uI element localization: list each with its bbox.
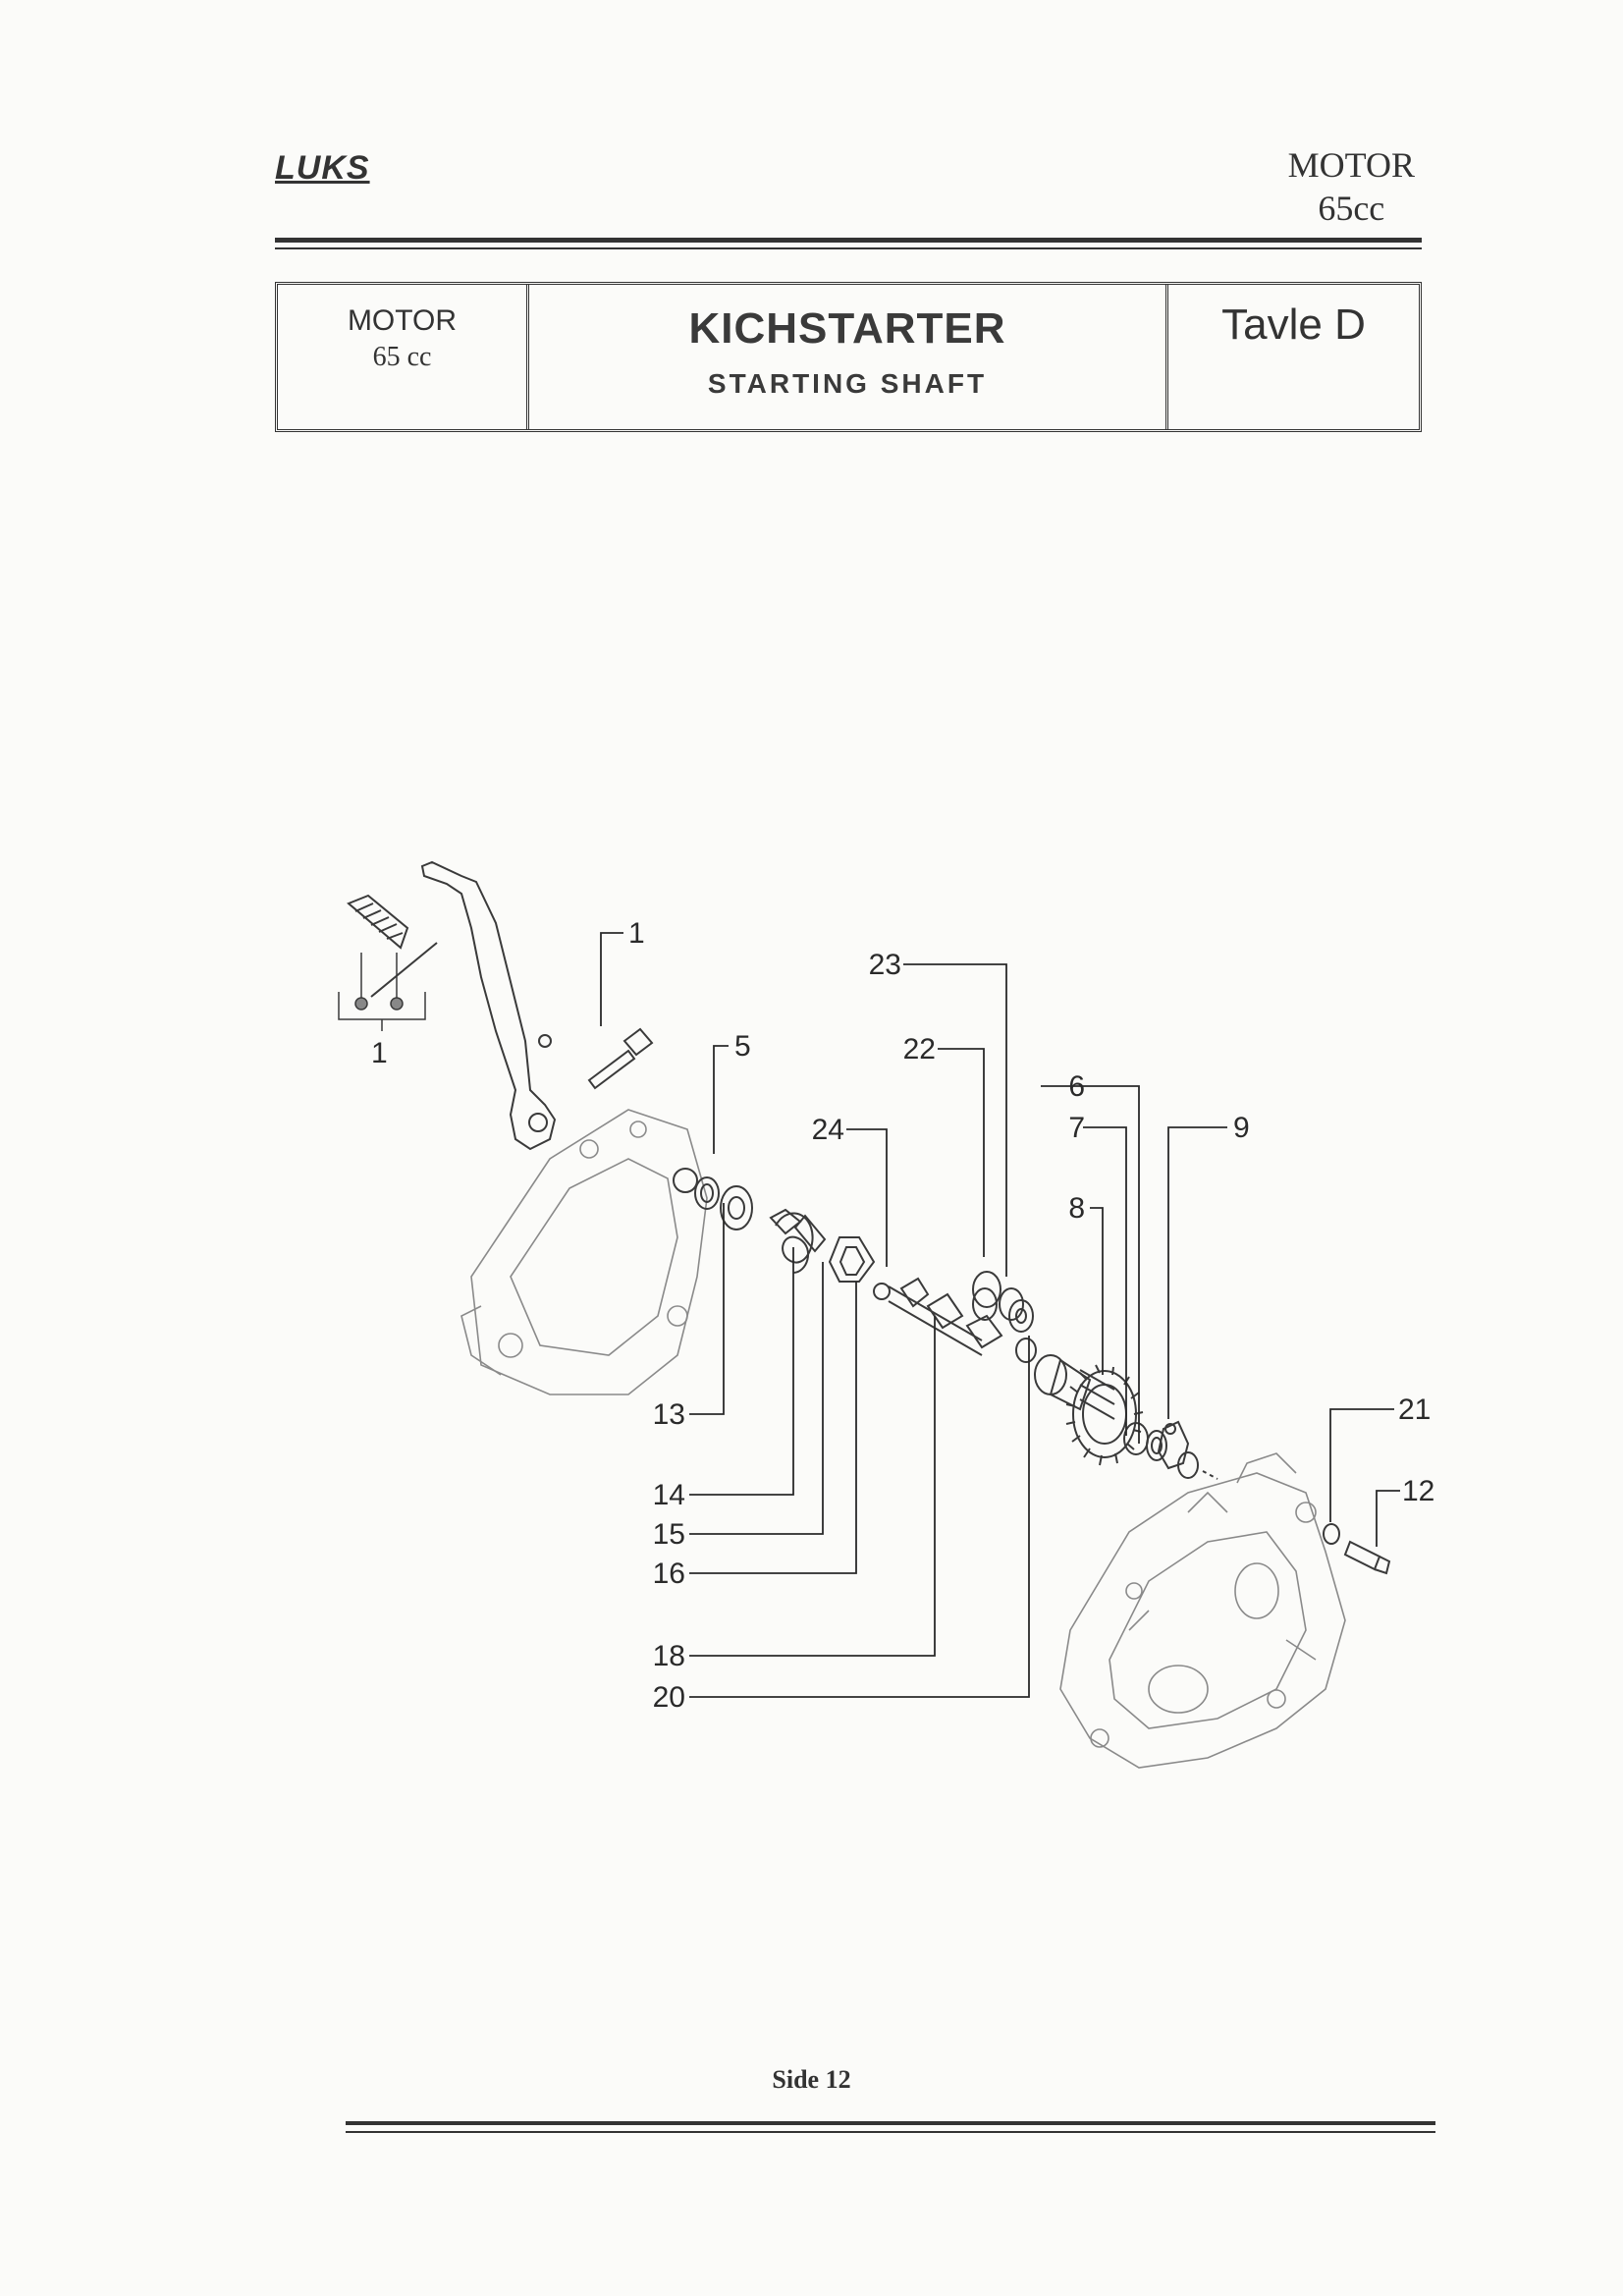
callout-label: 21 (1398, 1394, 1431, 1426)
callout-numbers: 1 1 5 23 22 24 6 7 9 8 13 14 15 16 18 20… (371, 917, 1434, 1714)
title-box-motor-cell: MOTOR 65 cc (278, 285, 529, 429)
document-subtitle: STARTING SHAFT (707, 368, 988, 399)
callout-label: 7 (1068, 1112, 1085, 1144)
callout-label: 5 (734, 1030, 751, 1063)
callout-label: 22 (903, 1033, 936, 1066)
callout-label: 18 (653, 1640, 685, 1672)
brand-logo-text: LUKS (275, 149, 370, 187)
kickstart-lever (420, 860, 557, 1151)
header-section-title: MOTOR (1287, 145, 1415, 185)
header-rule-thick (275, 238, 1422, 243)
title-box-displacement: 65 cc (372, 342, 432, 372)
footer-rule-thick (346, 2121, 1435, 2125)
lever-bolt (587, 1027, 654, 1090)
header-rule-thin (275, 247, 1422, 249)
right-crankcase (1059, 1452, 1346, 1769)
title-box-table-cell: Tavle D (1165, 285, 1419, 429)
page-number: Side 12 (772, 2065, 851, 2094)
callout-label: 14 (653, 1479, 685, 1511)
callout-label: 1 (628, 917, 645, 950)
callout-label: 20 (653, 1681, 685, 1714)
title-box-title-cell: KICHSTARTER STARTING SHAFT (529, 285, 1165, 429)
footer-rule-thin (346, 2131, 1435, 2133)
callout-label: 12 (1402, 1475, 1434, 1507)
title-box-motor-label: MOTOR (347, 304, 458, 337)
callout-label: 15 (653, 1518, 685, 1551)
grip-retainer-group (338, 953, 426, 1031)
small-parts-right (972, 1271, 1391, 1575)
callout-label: 24 (812, 1114, 844, 1146)
callout-label: 13 (653, 1398, 685, 1431)
callout-leaders (600, 932, 1400, 1698)
title-box: MOTOR 65 cc KICHSTARTER STARTING SHAFT T… (275, 282, 1422, 432)
left-crankcase-cover (460, 1109, 708, 1395)
header-displacement: 65cc (1318, 189, 1385, 228)
callout-label: 1 (371, 1037, 388, 1069)
shaft-assembly (673, 1168, 1218, 1480)
callout-label: 9 (1233, 1112, 1250, 1144)
callout-label: 6 (1068, 1070, 1085, 1103)
header-section: MOTOR 65cc (1288, 143, 1415, 230)
callout-label: 23 (869, 949, 901, 981)
kickstart-rubber-grip (347, 894, 438, 998)
table-reference: Tavle D (1221, 301, 1366, 349)
callout-label: 16 (653, 1558, 685, 1590)
callout-label: 8 (1068, 1192, 1085, 1225)
document-title: KICHSTARTER (688, 304, 1006, 353)
